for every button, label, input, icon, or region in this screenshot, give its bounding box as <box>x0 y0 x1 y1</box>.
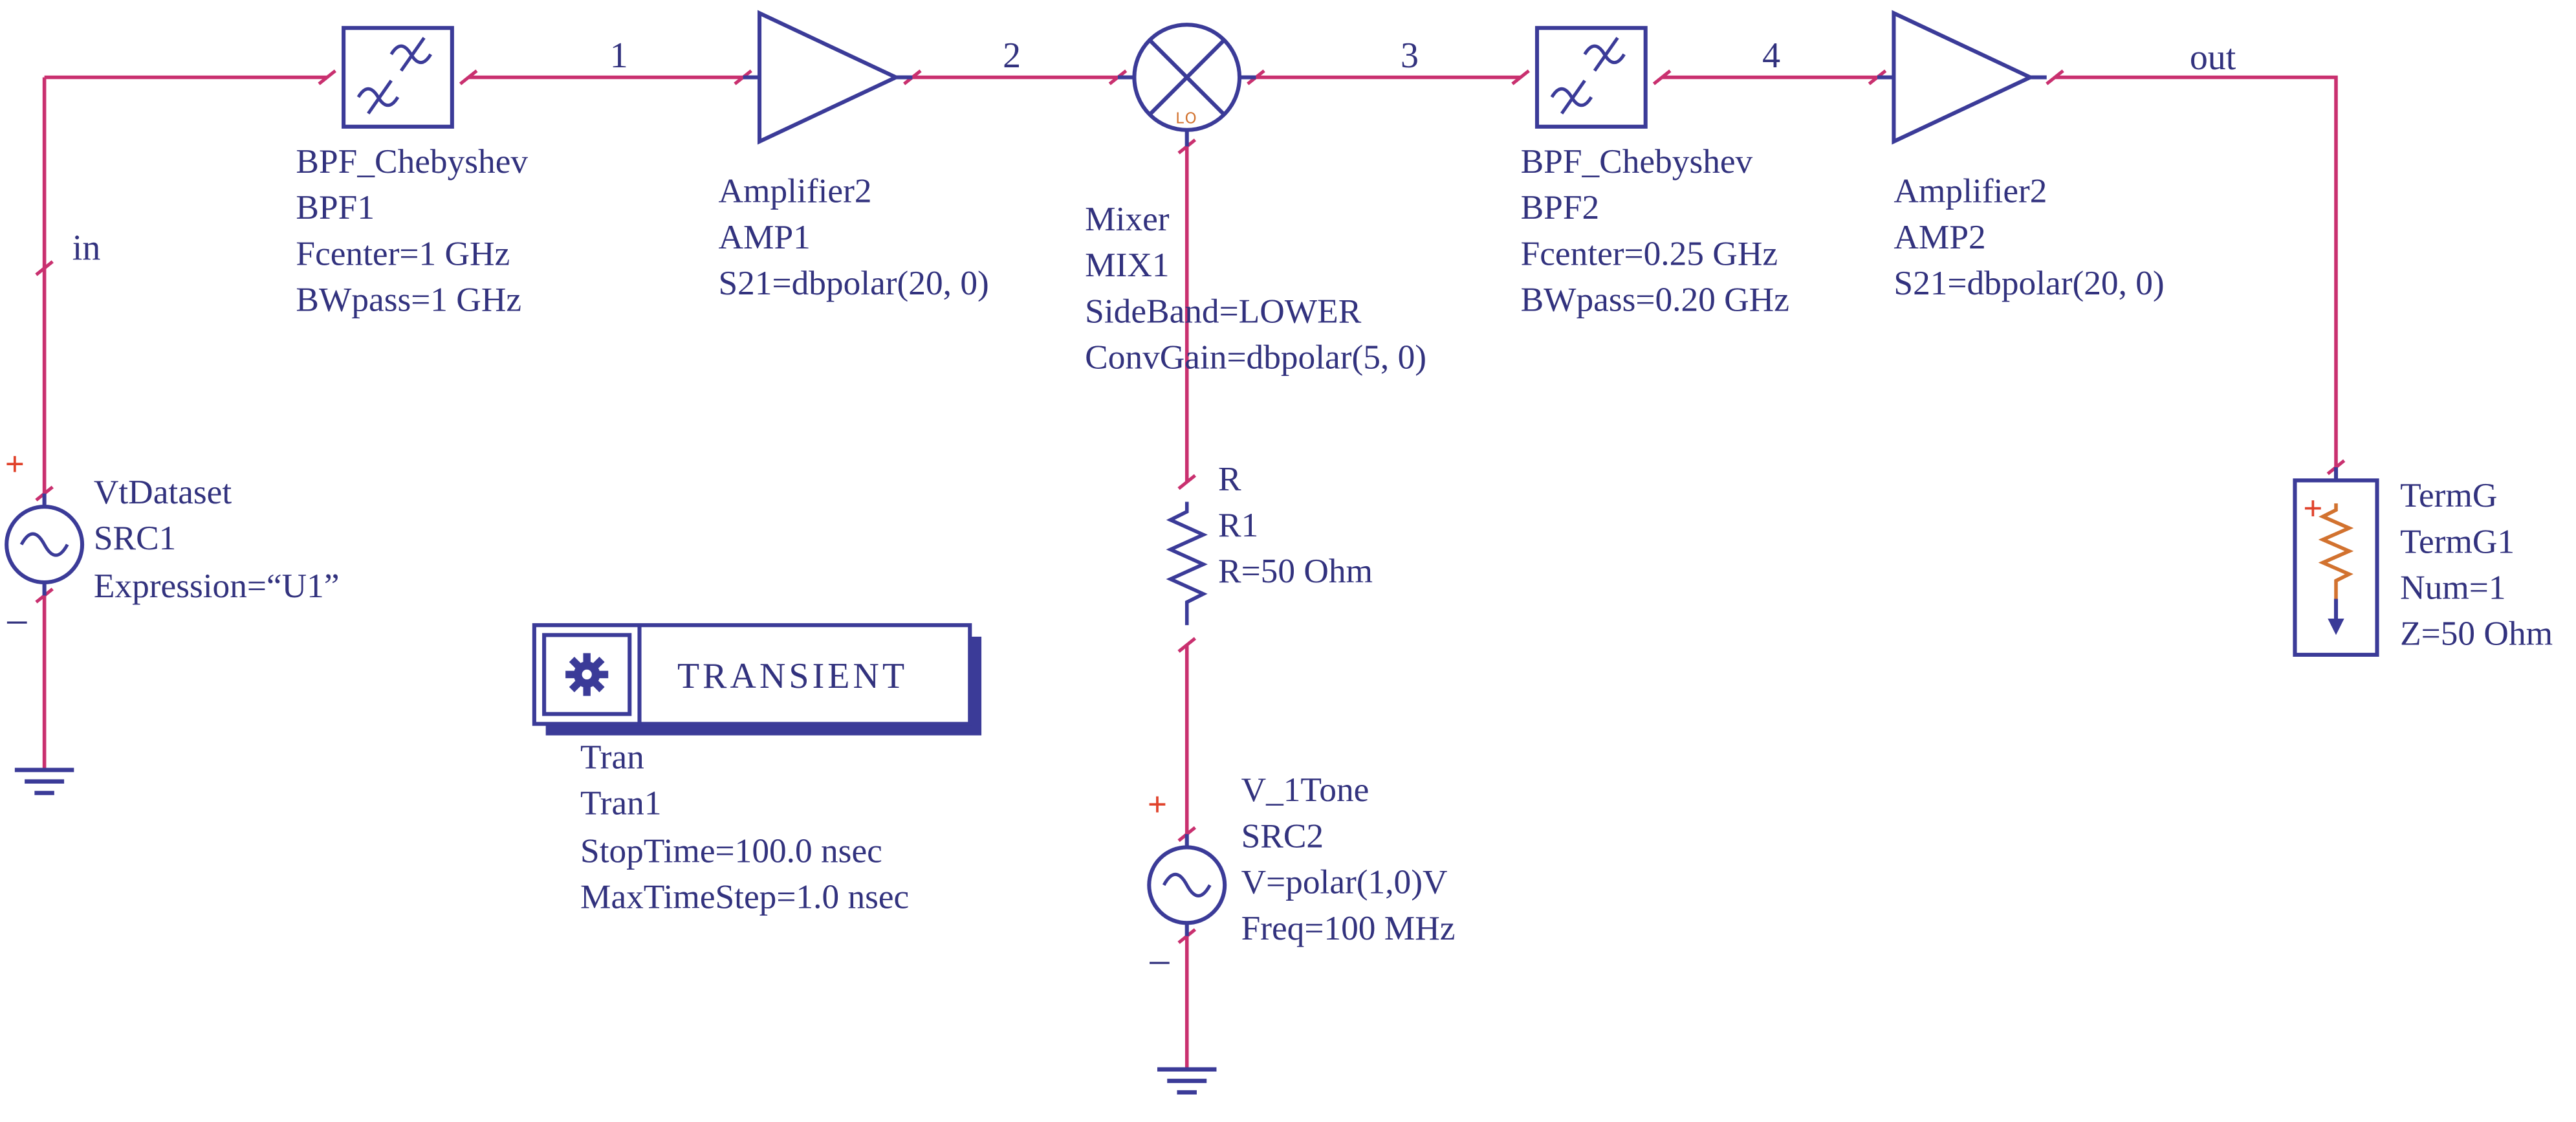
amp1-labels: Amplifier2 AMP1 S21=dbpolar(20, 0) <box>718 171 988 302</box>
src2-minus-sign: − <box>1148 940 1172 987</box>
components: LO + − + − + <box>5 13 2379 1093</box>
gear-icon <box>565 653 609 696</box>
component-label: V=polar(1,0)V <box>1241 863 1448 901</box>
transient-title: TRANSIENT <box>677 656 908 696</box>
src2-symbol[interactable]: + − <box>1148 785 1225 987</box>
bpf1-labels: BPF_Chebyshev BPF1 Fcenter=1 GHz BWpass=… <box>296 142 528 319</box>
component-label: AMP1 <box>718 217 810 256</box>
component-label: R <box>1218 459 1241 498</box>
component-label: MaxTimeStep=1.0 nsec <box>580 877 909 916</box>
node-label-1: 1 <box>610 36 628 76</box>
component-label: BPF_Chebyshev <box>296 142 528 181</box>
component-label: Tran <box>580 737 644 776</box>
r1-symbol[interactable] <box>1170 501 1203 625</box>
transient-controller[interactable]: TRANSIENT <box>532 623 982 736</box>
r1-labels: R R1 R=50 Ohm <box>1218 459 1373 590</box>
ground-symbol-bottom[interactable] <box>1157 1070 1216 1093</box>
component-label: Num=1 <box>2400 567 2505 606</box>
src1-minus-sign: − <box>5 599 29 646</box>
component-label: R=50 Ohm <box>1218 551 1373 590</box>
termg-ground-arrow-icon <box>2328 618 2344 635</box>
component-label: MIX1 <box>1085 245 1169 284</box>
component-label: ConvGain=dbpolar(5, 0) <box>1085 338 1426 377</box>
component-label: R1 <box>1218 505 1258 544</box>
component-label: BWpass=1 GHz <box>296 280 521 319</box>
bpf2-labels: BPF_Chebyshev BPF2 Fcenter=0.25 GHz BWpa… <box>1521 142 1789 319</box>
component-label: SRC2 <box>1241 816 1324 855</box>
src1-labels: VtDataset SRC1 Expression=“U1” <box>94 472 340 605</box>
amp1-symbol[interactable] <box>743 13 913 141</box>
node-label-in: in <box>72 228 101 269</box>
node-label-3: 3 <box>1401 36 1419 76</box>
node-label-out: out <box>2190 38 2236 78</box>
component-label: VtDataset <box>94 472 232 511</box>
component-label: BPF2 <box>1521 188 1600 226</box>
component-label: Freq=100 MHz <box>1241 908 1456 947</box>
src1-symbol[interactable]: + − <box>5 445 82 646</box>
component-label: Fcenter=0.25 GHz <box>1521 234 1778 272</box>
node-labels: in 1 2 3 4 out <box>72 36 2236 268</box>
wire-out-to-termg[interactable] <box>2055 75 2338 468</box>
src2-labels: V_1Tone SRC2 V=polar(1,0)V Freq=100 MHz <box>1241 770 1456 947</box>
bpf1-symbol[interactable] <box>344 28 452 127</box>
component-label: BPF1 <box>296 188 375 226</box>
src2-plus-sign: + <box>1148 785 1167 824</box>
termg-symbol[interactable]: + <box>2293 467 2379 657</box>
termg-plus-sign: + <box>2303 489 2322 527</box>
component-label: Z=50 Ohm <box>2400 614 2553 653</box>
component-label: Tran1 <box>580 784 661 822</box>
amp2-symbol[interactable] <box>1877 13 2047 141</box>
component-label: BWpass=0.20 GHz <box>1521 280 1789 319</box>
component-label: AMP2 <box>1894 217 1985 256</box>
component-label: S21=dbpolar(20, 0) <box>718 263 988 302</box>
component-label: Mixer <box>1085 199 1170 238</box>
component-label: SRC1 <box>94 518 177 557</box>
ground-symbol-left[interactable] <box>15 770 74 793</box>
component-label: V_1Tone <box>1241 770 1370 809</box>
component-label: Expression=“U1” <box>94 566 340 605</box>
component-label: S21=dbpolar(20, 0) <box>1894 263 2164 302</box>
node-label-4: 4 <box>1762 36 1780 76</box>
mix1-labels: Mixer MIX1 SideBand=LOWER ConvGain=dbpol… <box>1085 199 1426 377</box>
component-label: SideBand=LOWER <box>1085 291 1362 330</box>
component-label: TermG1 <box>2400 522 2515 560</box>
node-label-2: 2 <box>1003 36 1021 76</box>
component-label: Fcenter=1 GHz <box>296 234 510 272</box>
component-label: TermG <box>2400 476 2497 514</box>
amp2-labels: Amplifier2 AMP2 S21=dbpolar(20, 0) <box>1894 171 2164 302</box>
component-label: Amplifier2 <box>1894 171 2047 210</box>
component-label: BPF_Chebyshev <box>1521 142 1753 181</box>
wires <box>42 75 2338 1070</box>
termg1-labels: TermG TermG1 Num=1 Z=50 Ohm <box>2400 476 2553 653</box>
mixer-lo-label: LO <box>1175 111 1198 127</box>
mixer-symbol[interactable]: LO <box>1117 23 1256 147</box>
component-label: Amplifier2 <box>718 171 871 210</box>
transient-labels: Tran Tran1 StopTime=100.0 nsec MaxTimeSt… <box>580 737 909 916</box>
bpf2-symbol[interactable] <box>1537 28 1646 127</box>
src1-plus-sign: + <box>5 445 25 483</box>
component-label: StopTime=100.0 nsec <box>580 831 882 870</box>
